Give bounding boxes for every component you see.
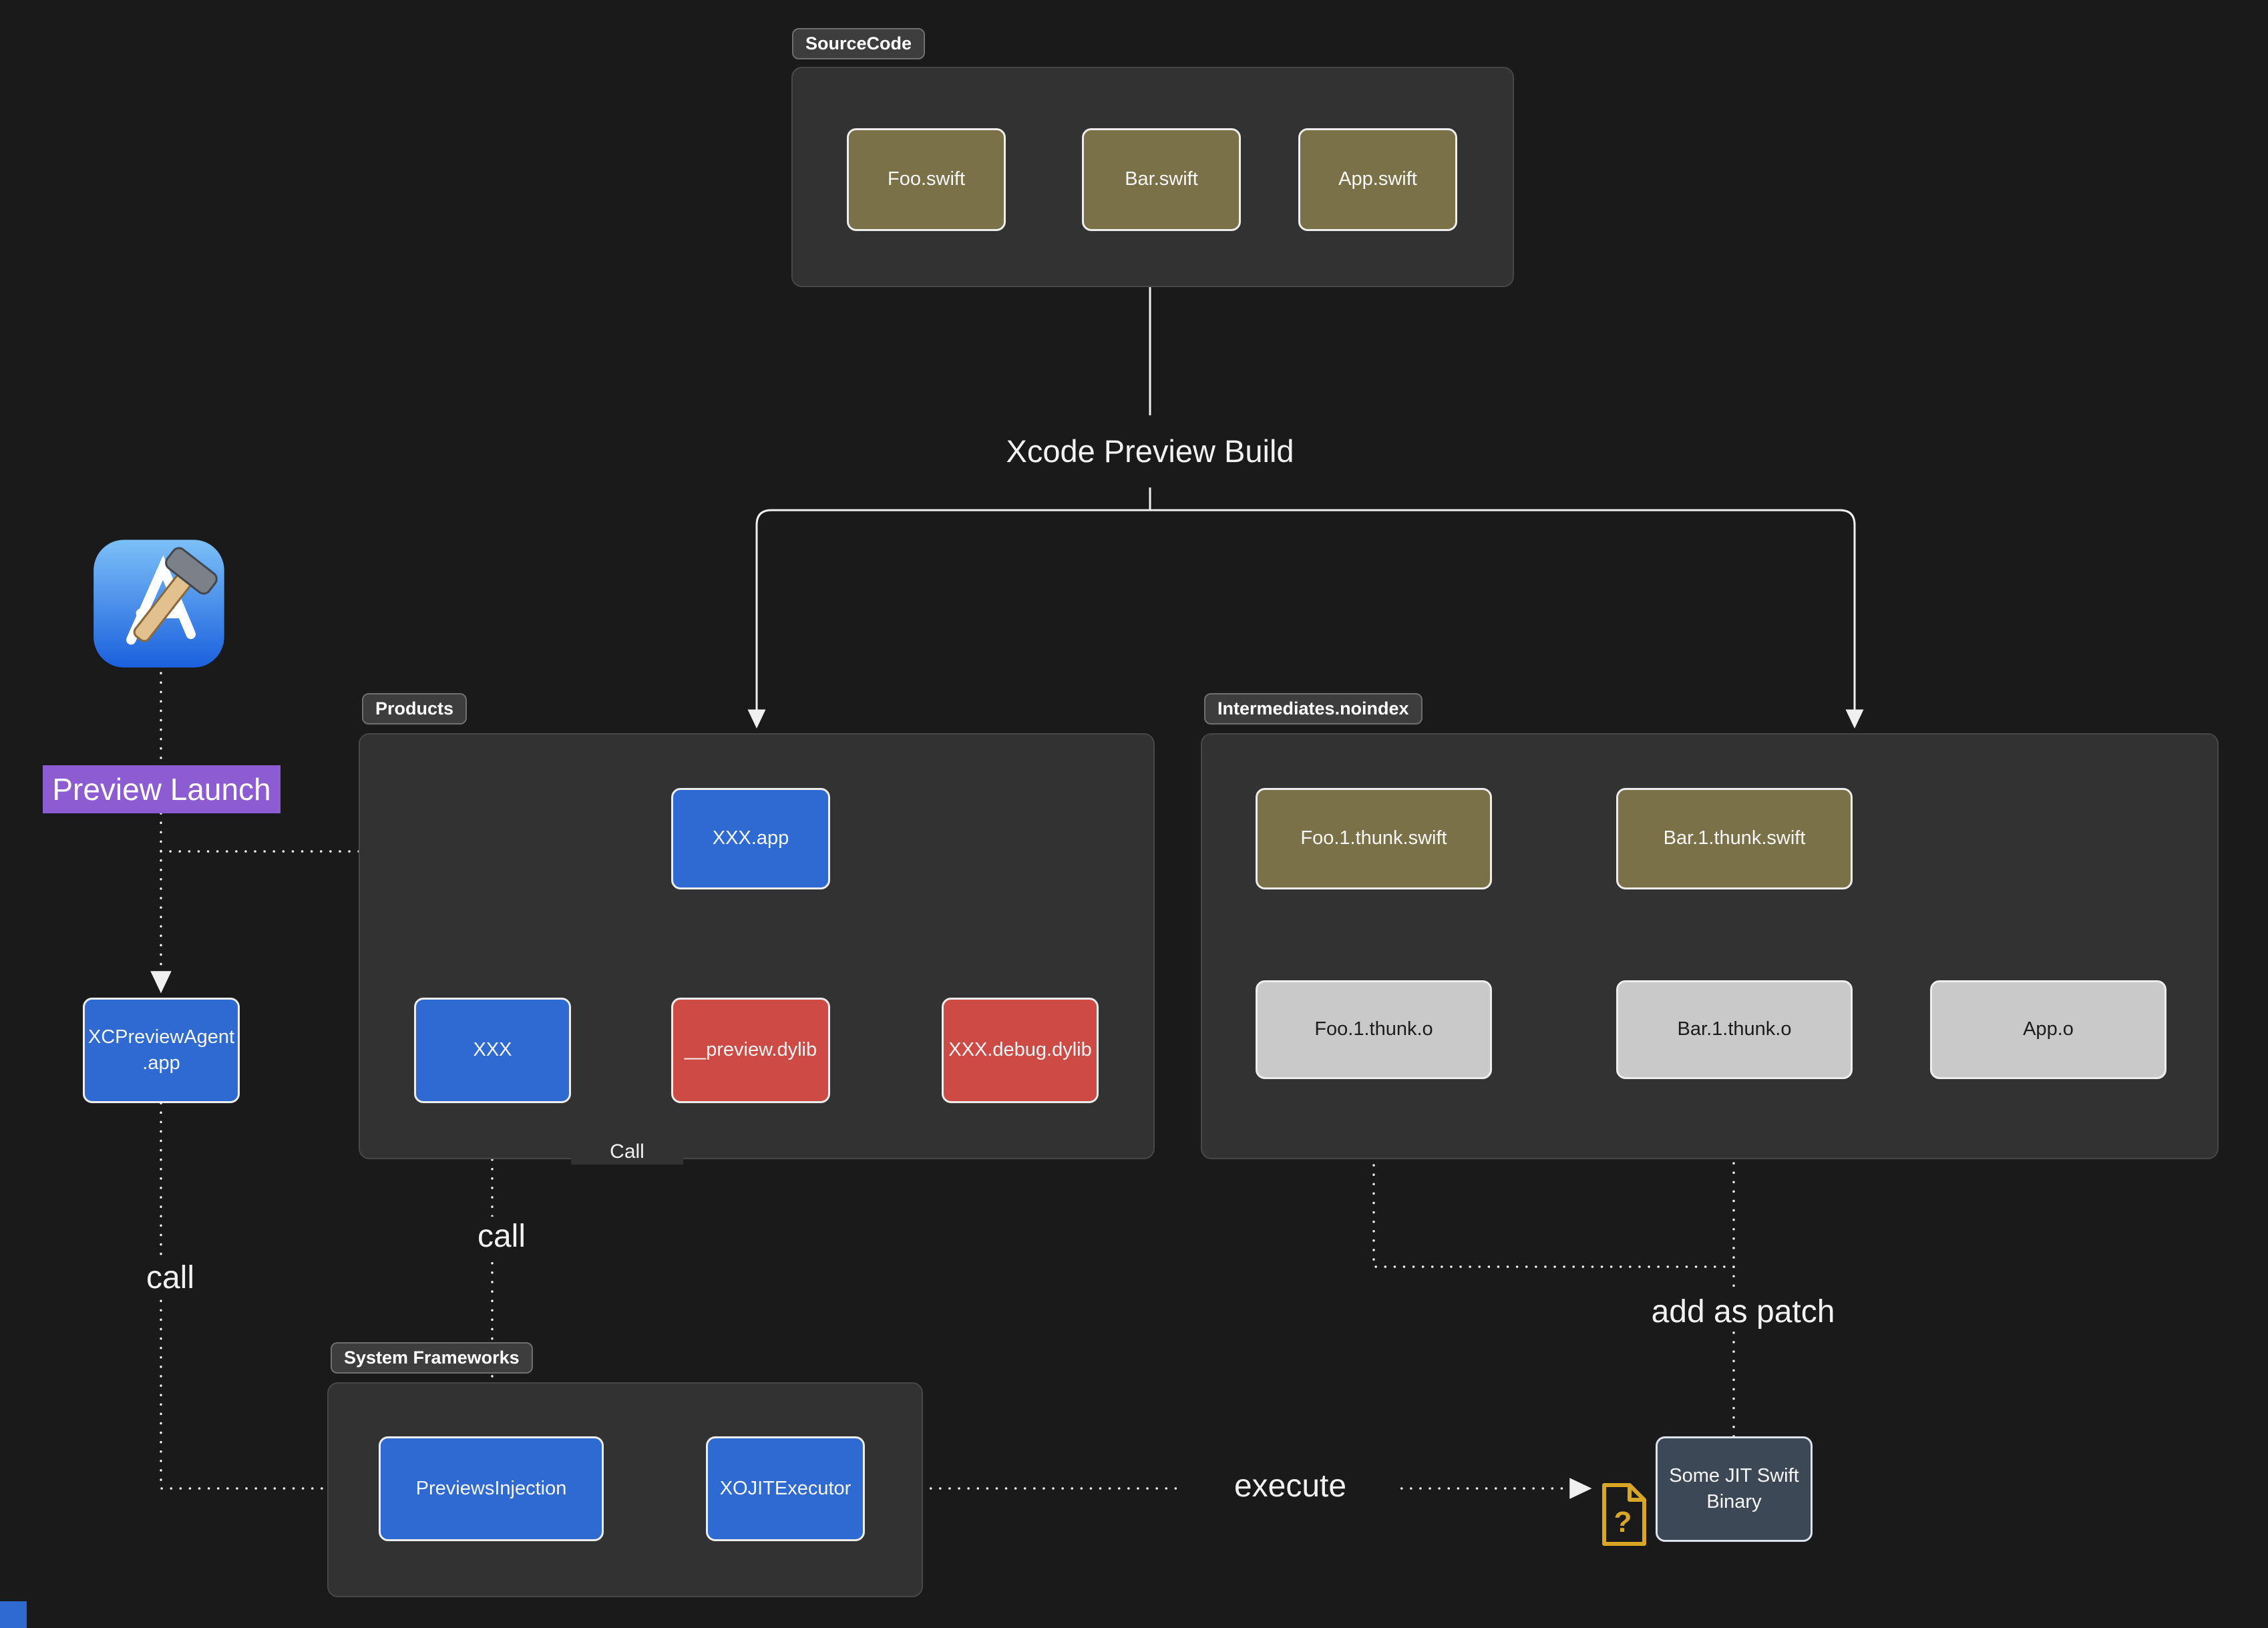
unknown-file-question-mark: ? <box>1614 1506 1632 1539</box>
node-bar-swift: Bar.swift <box>1082 128 1241 231</box>
add-as-patch-label: add as patch <box>1600 1292 1886 1332</box>
node-xxx: XXX <box>414 998 571 1103</box>
group-label-products: Products <box>362 693 467 725</box>
unknown-file-icon: ? <box>1597 1481 1651 1548</box>
node-bar-thunk-o: Bar.1.thunk.o <box>1616 980 1853 1079</box>
node-xojit-executor: XOJITExecutor <box>706 1436 865 1541</box>
call-label-preview-dylib: Call <box>571 1139 683 1165</box>
execute-label: execute <box>1181 1466 1400 1506</box>
bottom-left-blue-artifact <box>0 1601 27 1628</box>
preview-launch-tag: Preview Launch <box>43 765 280 813</box>
node-jit-binary: Some JIT Swift Binary <box>1656 1436 1813 1542</box>
node-preview-dylib: __preview.dylib <box>671 998 830 1103</box>
node-foo-thunk-swift: Foo.1.thunk.swift <box>1256 788 1492 889</box>
node-bar-thunk-swift: Bar.1.thunk.swift <box>1616 788 1853 889</box>
node-app-o: App.o <box>1930 980 2166 1079</box>
node-xxx-app: XXX.app <box>671 788 830 889</box>
node-app-swift: App.swift <box>1298 128 1457 231</box>
xcode-app-icon <box>91 534 230 673</box>
node-previews-injection: PreviewsInjection <box>379 1436 604 1541</box>
build-step-label: Xcode Preview Build <box>1006 433 1294 469</box>
node-foo-thunk-o: Foo.1.thunk.o <box>1256 980 1492 1079</box>
node-foo-swift: Foo.swift <box>847 128 1006 231</box>
group-label-system-frameworks: System Frameworks <box>331 1342 533 1374</box>
edge-build-to-products <box>747 509 1150 729</box>
group-label-sourcecode: SourceCode <box>792 28 926 59</box>
call-label-agent: call <box>94 1258 246 1297</box>
group-label-intermediates: Intermediates.noindex <box>1204 693 1423 725</box>
node-debug-dylib: XXX.debug.dylib <box>942 998 1099 1103</box>
node-xcpreview-agent: XCPreviewAgent .app <box>83 998 240 1103</box>
call-label-xxx: call <box>425 1217 578 1256</box>
